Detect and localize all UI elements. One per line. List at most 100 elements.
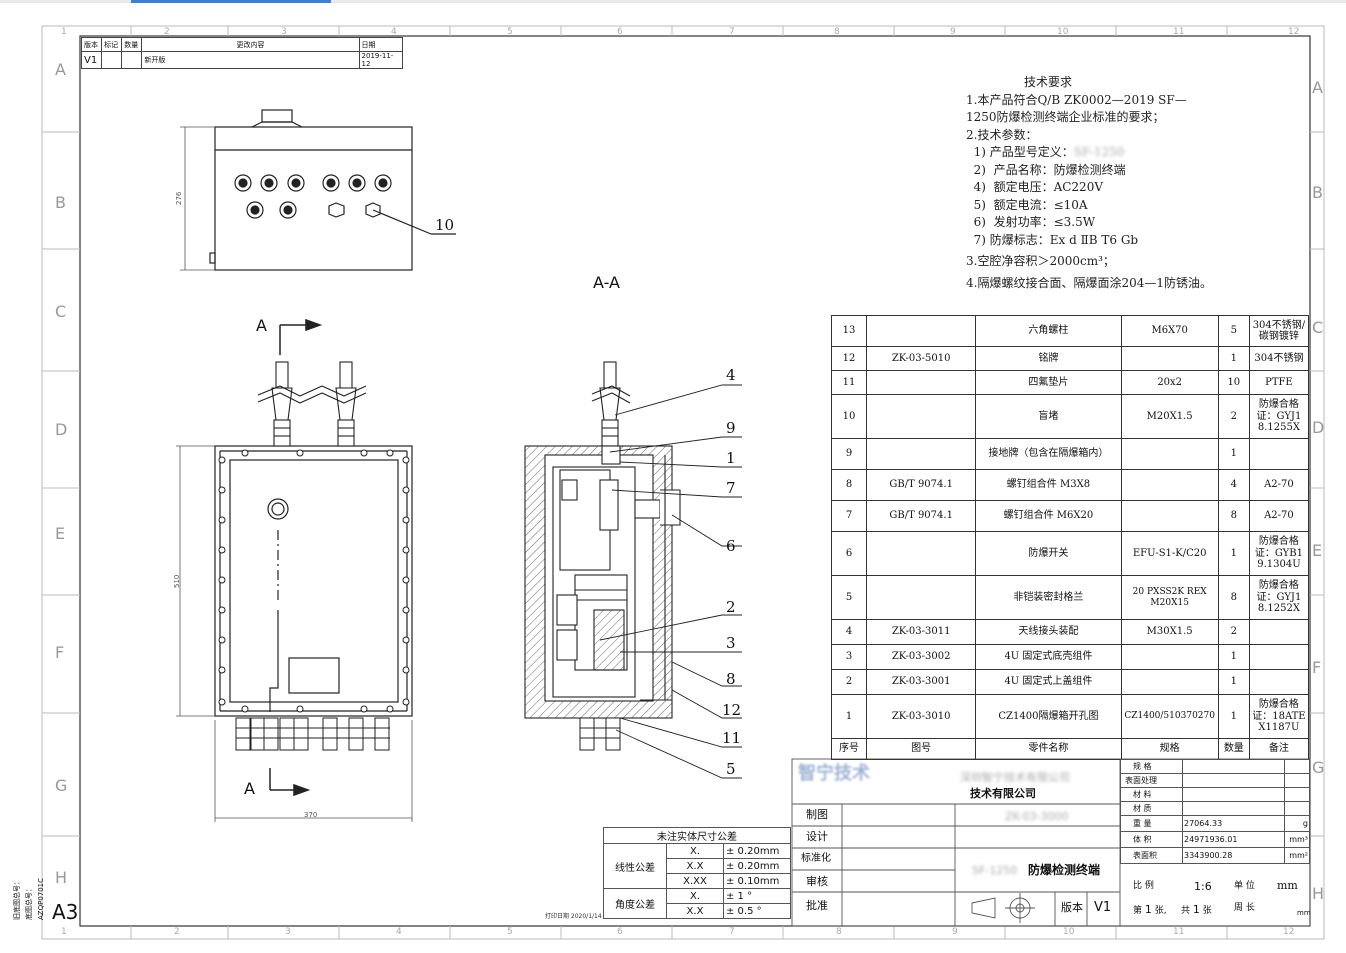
tb-weekly-unit: mm	[1297, 909, 1311, 917]
tol-linear-x1: X.X	[666, 858, 724, 874]
col-label-bottom-2: 2	[174, 927, 180, 937]
bom-no: 1	[830, 694, 868, 739]
col-label-9: 9	[950, 27, 956, 37]
tol-linear-x0: X.	[666, 843, 724, 859]
front-view-bolts	[218, 449, 410, 713]
tol-linear-v1: ± 0.20mm	[723, 858, 791, 874]
bom-header-qty: 数量	[1217, 738, 1250, 760]
tb-prop-row: 规 格	[1120, 759, 1310, 774]
bom-drawing: ZK-03-3001	[866, 669, 977, 695]
balloon-leaders	[599, 384, 742, 779]
tb-label-approve: 批准	[806, 899, 828, 912]
tb-label-design: 设计	[806, 830, 828, 843]
row-label-right-G: G	[1312, 758, 1325, 777]
section-marks	[269, 318, 323, 797]
row-label-right-C: C	[1312, 318, 1324, 337]
bom-spec: 20 PXSS2K REX M20X15	[1120, 575, 1219, 620]
bom-part: CZ1400隔爆箱开孔图	[975, 694, 1122, 739]
section-mark-bottom: A	[244, 779, 255, 798]
balloon-11: 11	[722, 729, 742, 747]
tol-title-row: 未注实体尺寸公差	[603, 827, 791, 844]
tol-angle-label: 角度公差	[603, 888, 667, 919]
side-label-1: 旧底图总号：	[13, 878, 21, 920]
balloon-3: 3	[726, 634, 736, 652]
bom-part: 天线接头装配	[975, 619, 1122, 645]
bom-part: 螺钉组合件 M3X8	[975, 469, 1122, 501]
bom-header-spec: 规格	[1120, 738, 1219, 760]
bom-no: 10	[830, 394, 868, 439]
top-view-dim	[180, 126, 215, 271]
row-label-E: E	[55, 524, 66, 543]
balloon-7: 7	[726, 479, 736, 497]
bom-spec	[1120, 500, 1219, 532]
col-label-10: 10	[1057, 27, 1069, 37]
bom-note: 304不锈钢	[1248, 346, 1310, 371]
viewer-top-strip	[0, 0, 1346, 3]
drawing-number: ZK-03-3000	[1005, 810, 1069, 823]
col-label-bottom-10: 10	[1063, 927, 1075, 937]
bom-no: 5	[830, 575, 868, 620]
tb-version: V1	[1094, 900, 1112, 915]
tech-line-6: 4) 额定电压：AC220V	[966, 180, 1103, 194]
bom-drawing	[866, 394, 977, 439]
bom-qty: 1	[1217, 669, 1250, 695]
rev-header-mark: 标记	[101, 37, 123, 52]
product-prefix: SF-1250	[972, 864, 1018, 877]
col-label-11: 11	[1173, 27, 1185, 37]
bom-no: 12	[830, 346, 868, 371]
viewer-active-tab-indicator[interactable]	[131, 0, 331, 3]
bom-spec	[1120, 669, 1219, 695]
balloon-2: 2	[726, 598, 736, 616]
tb-prop-value: 24971936.01	[1182, 831, 1285, 848]
bom-note: 防爆合格证：GYJ18.1255X	[1248, 394, 1310, 439]
side-label-3: AZQP0701C	[37, 877, 45, 920]
bom-part: 四氟垫片	[975, 370, 1122, 395]
balloon-6: 6	[726, 537, 736, 555]
bom-drawing	[866, 370, 977, 395]
bom-part: 铭牌	[975, 346, 1122, 371]
technical-requirements: 技术要求 1.本产品符合Q/B ZK0002—2019 SF— 1250防爆检测…	[966, 73, 1212, 291]
col-label-bottom-11: 11	[1173, 927, 1185, 937]
tech-line-9: 7) 防爆标志：Ex d ⅡB T6 Gb	[966, 232, 1139, 247]
row-label-C: C	[55, 302, 67, 321]
zone-ticks	[42, 26, 1324, 939]
tb-prop-unit	[1284, 787, 1310, 802]
top-view-glands	[234, 174, 456, 235]
top-view	[209, 109, 413, 271]
title-block-lines	[791, 758, 1311, 927]
bom-spec	[1120, 346, 1219, 371]
revision-row: V1 新开版 2019-11-12	[80, 51, 404, 69]
tol-angle-x1: X.X	[666, 903, 724, 919]
bom-note: 304不锈钢/碳钢镀锌	[1248, 315, 1310, 347]
tb-sheet-info: 第 1 张, 共 1 张	[1133, 903, 1212, 916]
tb-prop-row: 材 料	[1120, 787, 1310, 802]
bom-note	[1248, 644, 1310, 670]
bom-qty: 1	[1217, 531, 1250, 576]
bom-no: 6	[830, 531, 868, 576]
tb-prop-label: 体 积	[1120, 831, 1183, 848]
bom-spec: M30X1.5	[1120, 619, 1219, 645]
rev-mark	[101, 51, 123, 69]
tech-line-8: 6) 发射功率：≤3.5W	[966, 215, 1096, 229]
tb-prop-row: 材 质	[1120, 801, 1310, 816]
bom-no: 9	[830, 438, 868, 470]
col-label-bottom-12: 12	[1283, 927, 1295, 937]
tb-prop-label: 规 格	[1120, 759, 1183, 774]
print-date: 打印日期 2020/1/14	[545, 913, 602, 920]
tech-line-7: 5) 额定电流：≤10A	[966, 197, 1088, 212]
section-view-bottom-glands	[579, 717, 621, 751]
tol-angle-row-2: X.X± 0.5 °	[604, 903, 791, 919]
tb-prop-unit: g	[1284, 815, 1310, 832]
balloon-10-top: 10	[435, 216, 455, 234]
bom-drawing: ZK-03-3010	[866, 694, 977, 739]
col-label-bottom-5: 5	[507, 927, 513, 937]
